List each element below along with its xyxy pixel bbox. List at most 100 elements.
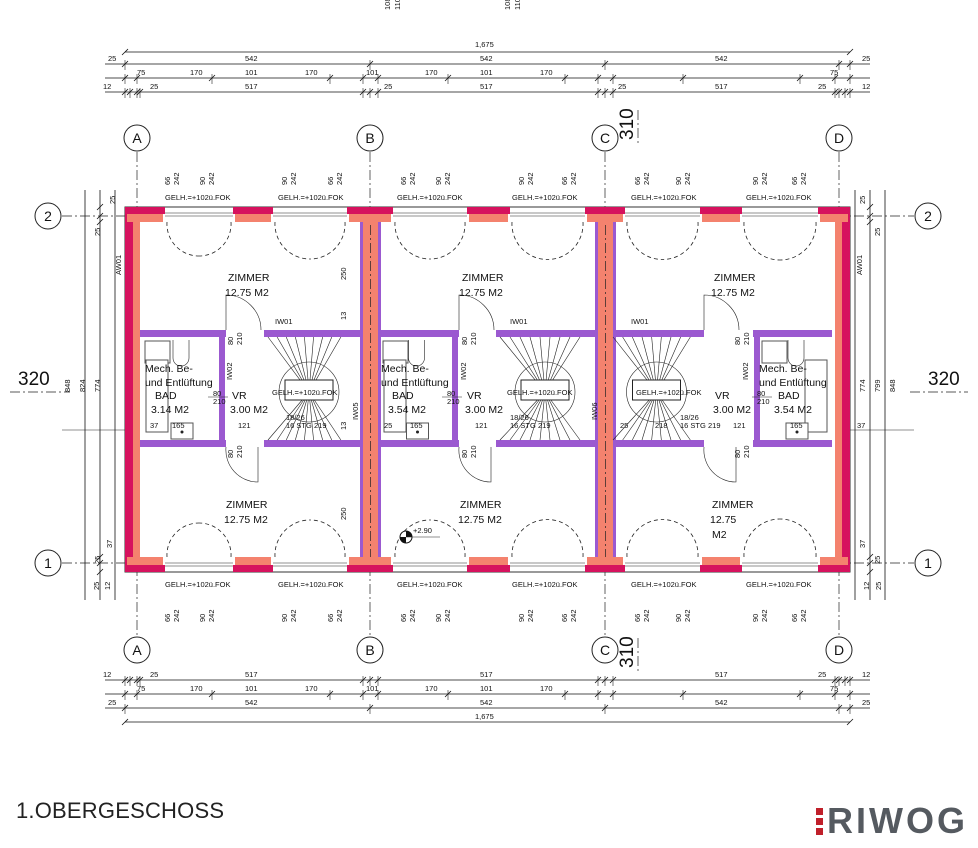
- stair-landing: [284, 379, 334, 401]
- room-label-zimmer: ZIMMER: [462, 272, 504, 284]
- dimension-label: 37: [105, 540, 114, 548]
- dimension-label: 25: [818, 82, 826, 91]
- door-width: 80: [226, 337, 235, 345]
- grid-label: 1: [924, 555, 932, 571]
- window-dim: 66: [399, 614, 408, 622]
- window-swing: [779, 518, 817, 558]
- dimension-label: 12: [103, 582, 112, 590]
- dimension-label: 101: [245, 684, 258, 693]
- dimension-label: 12: [103, 670, 111, 679]
- dimension-label: 517: [245, 670, 258, 679]
- wall-type-label: IW06: [590, 402, 599, 420]
- ventilation-label: und Entlüftung: [381, 377, 449, 389]
- grid-label: D: [834, 130, 844, 146]
- window-dim: 242: [289, 172, 298, 185]
- door-height: 210: [213, 397, 226, 406]
- dimension-tick: [846, 718, 854, 726]
- dimension-label: 25: [874, 582, 883, 590]
- grid-label: C: [600, 642, 610, 658]
- window-dim: 242: [799, 609, 808, 622]
- window-dim: 242: [443, 172, 452, 185]
- window-dim: 242: [569, 609, 578, 622]
- window-dim: 66: [790, 177, 799, 185]
- dimension-label: 517: [480, 670, 493, 679]
- window-dim: 242: [335, 172, 344, 185]
- toilet: [787, 340, 805, 367]
- ventilation-label: und Entlüftung: [145, 377, 213, 389]
- door-opening: [704, 329, 753, 338]
- door-swing: [703, 294, 740, 331]
- room-label-bad: BAD: [778, 390, 800, 402]
- door-height: 210: [742, 332, 751, 345]
- wall-pier-outer: [233, 207, 273, 214]
- room-label-bad: BAD: [392, 390, 414, 402]
- window-dim: 242: [642, 609, 651, 622]
- window-height-label: GELH.=+102ü.FOK: [746, 193, 811, 202]
- wall-pier-outer: [585, 565, 625, 572]
- grid-bubble-A: [123, 636, 151, 664]
- window-swing: [626, 519, 663, 558]
- party-wall-lining: [595, 222, 598, 557]
- dimension-label: 101: [366, 68, 379, 77]
- dimension-tick: [866, 568, 874, 576]
- window-swing: [309, 221, 346, 260]
- window-swing: [547, 221, 584, 260]
- room-area: 3.00 M2: [465, 404, 503, 416]
- dimension-label: 542: [245, 698, 258, 707]
- dimension-label: 542: [480, 54, 493, 63]
- room-area: 12.75 M2: [458, 514, 502, 526]
- dimension-label: 101: [245, 68, 258, 77]
- window-dim: 66: [399, 177, 408, 185]
- party-wall-lining: [360, 222, 363, 557]
- wall-type-label: AW01: [114, 255, 123, 275]
- window-swing: [429, 221, 466, 260]
- window-dim: 242: [289, 609, 298, 622]
- window-swing: [743, 518, 781, 558]
- window-swing: [274, 221, 311, 260]
- room-label-vr: VR: [232, 390, 247, 402]
- ventilation-label: Mech. Be-: [381, 363, 429, 375]
- wall-pier-outer: [347, 565, 393, 572]
- drain: [795, 430, 799, 434]
- stair-step-dims: 18/26: [286, 413, 305, 422]
- dimension-label: 37: [858, 540, 867, 548]
- window-dim: 66: [163, 614, 172, 622]
- window-dim: 242: [172, 609, 181, 622]
- grid-bubble-D: [825, 636, 853, 664]
- door-width: 80: [460, 450, 469, 458]
- dimension-label: 517: [245, 82, 258, 91]
- stair-walkline: [514, 361, 576, 423]
- window-swing: [662, 519, 699, 558]
- dimension-165: 165: [172, 421, 185, 430]
- stair-step-count: 16 STG: [286, 421, 312, 430]
- wall-pier-outer: [125, 565, 165, 572]
- door-height: 210: [235, 332, 244, 345]
- dimension-label: 517: [715, 670, 728, 679]
- door-width: 80: [447, 389, 455, 398]
- window-dim: 90: [517, 614, 526, 622]
- dimension-label: 101: [480, 68, 493, 77]
- window-dim: 242: [683, 609, 692, 622]
- bathtub: [145, 359, 169, 433]
- dimension-121: 121: [238, 421, 251, 430]
- dimension-label: 25: [93, 228, 102, 236]
- window-dim: 242: [569, 172, 578, 185]
- dimension-label: 12: [862, 82, 870, 91]
- dimension-label: 542: [715, 698, 728, 707]
- wall-pier-inner: [587, 557, 623, 565]
- room-label-zimmer: ZIMMER: [226, 499, 268, 511]
- dimension-25: 25: [384, 421, 392, 430]
- dimension-13: 13: [339, 422, 348, 430]
- logo-mark-icon: [816, 807, 823, 835]
- window-swing: [743, 221, 781, 261]
- grid-bubble-row: [34, 549, 62, 577]
- room-label-vr: VR: [467, 390, 482, 402]
- grid-bubble-B: [356, 124, 384, 152]
- riwog-logo: RIWOG: [816, 800, 968, 842]
- window-swing: [662, 221, 699, 260]
- grid-label: 2: [924, 208, 932, 224]
- window-height-label: GELH.=+102ü.FOK: [278, 193, 343, 202]
- window-dim: 242: [408, 172, 417, 185]
- wall-pier-outer: [700, 565, 742, 572]
